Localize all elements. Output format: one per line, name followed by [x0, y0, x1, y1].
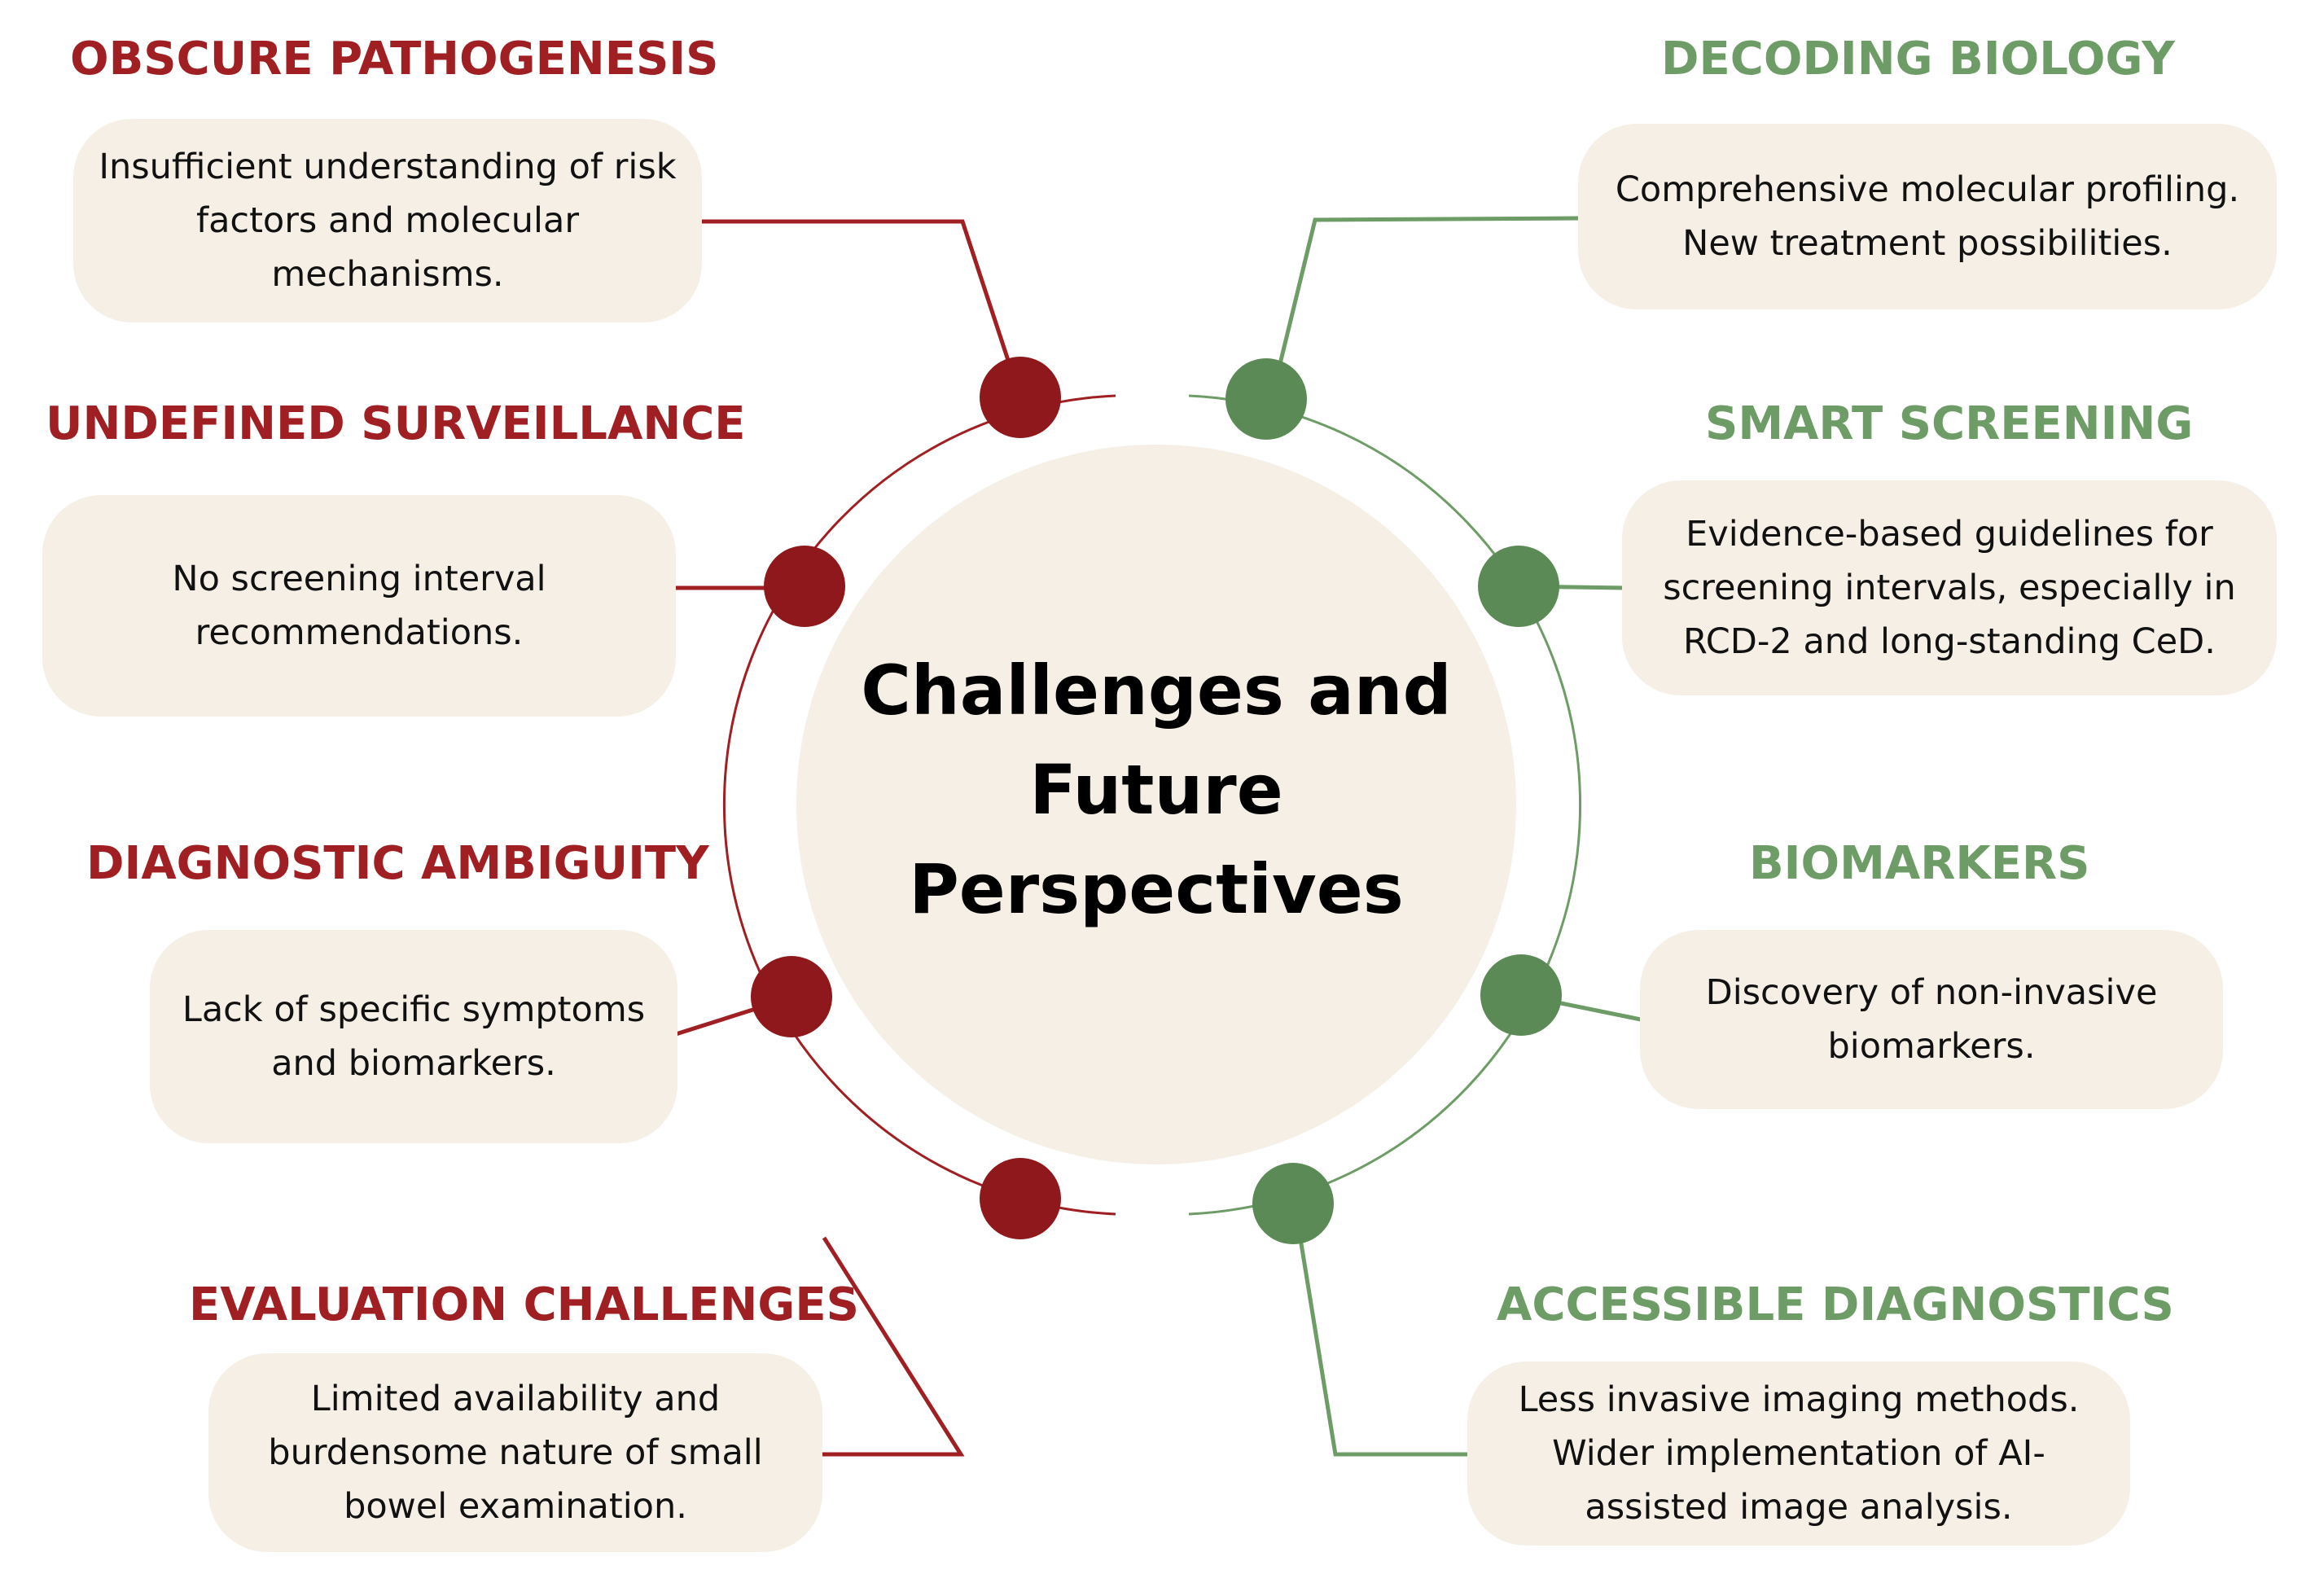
heading-undefined-surveillance: UNDEFINED SURVEILLANCE — [46, 397, 746, 450]
box-biomarkers: Discovery of non-invasive biomarkers. — [1640, 930, 2223, 1109]
connector-line-obscure-pathogenesis — [702, 219, 1023, 398]
box-accessible-diagnostics: Less invasive imaging methods. Wider imp… — [1467, 1361, 2130, 1546]
text-biomarkers: Discovery of non-invasive biomarkers. — [1705, 972, 2158, 1067]
box-undefined-surveillance: No screening interval recommendations. — [42, 495, 676, 717]
box-decoding-biology: Comprehensive molecular profiling. New t… — [1578, 124, 2277, 309]
text-smart-screening: Evidence-based guidelines for screening … — [1663, 514, 2236, 662]
node-decoding-biology — [1225, 358, 1307, 440]
node-obscure-pathogenesis — [980, 357, 1061, 438]
box-obscure-pathogenesis: Insufficient understanding of risk facto… — [73, 119, 702, 322]
text-undefined-surveillance: No screening interval recommendations. — [172, 559, 546, 653]
perspective-arc — [1188, 394, 1581, 1216]
heading-obscure-pathogenesis: OBSCURE PATHOGENESIS — [70, 33, 719, 86]
box-evaluation-challenges: Limited availability and burdensome natu… — [208, 1353, 822, 1552]
heading-diagnostic-ambiguity: DIAGNOSTIC AMBIGUITY — [86, 837, 709, 890]
node-undefined-surveillance — [764, 546, 845, 627]
text-decoding-biology: Comprehensive molecular profiling. New t… — [1615, 169, 2240, 264]
text-accessible-diagnostics: Less invasive imaging methods. Wider imp… — [1518, 1379, 2080, 1528]
node-biomarkers — [1480, 954, 1562, 1036]
text-obscure-pathogenesis: Insufficient understanding of risk facto… — [99, 147, 677, 295]
node-evaluation-challenges — [980, 1158, 1061, 1239]
center-title: Challenges and Future Perspectives — [861, 651, 1452, 929]
center-disc — [796, 445, 1516, 1164]
connector-line-evaluation-challenges — [822, 1236, 965, 1457]
heading-accessible-diagnostics: ACCESSIBLE DIAGNOSTICS — [1497, 1278, 2174, 1331]
challenge-arc — [723, 394, 1116, 1216]
heading-decoding-biology: DECODING BIOLOGY — [1661, 33, 2175, 86]
text-diagnostic-ambiguity: Lack of specific symptoms and biomarkers… — [182, 989, 646, 1084]
text-evaluation-challenges: Limited availability and burdensome natu… — [268, 1379, 763, 1527]
heading-smart-screening: SMART SCREENING — [1705, 397, 2194, 450]
node-smart-screening — [1478, 546, 1559, 627]
connector-line-decoding-biology — [1269, 216, 1579, 398]
connector-line-accessible-diagnostics — [1292, 1203, 1470, 1457]
node-diagnostic-ambiguity — [751, 956, 832, 1037]
node-accessible-diagnostics — [1252, 1163, 1334, 1244]
heading-evaluation-challenges: EVALUATION CHALLENGES — [189, 1278, 859, 1331]
box-diagnostic-ambiguity: Lack of specific symptoms and biomarkers… — [150, 930, 677, 1143]
heading-biomarkers: BIOMARKERS — [1749, 837, 2090, 890]
box-smart-screening: Evidence-based guidelines for screening … — [1622, 480, 2277, 695]
